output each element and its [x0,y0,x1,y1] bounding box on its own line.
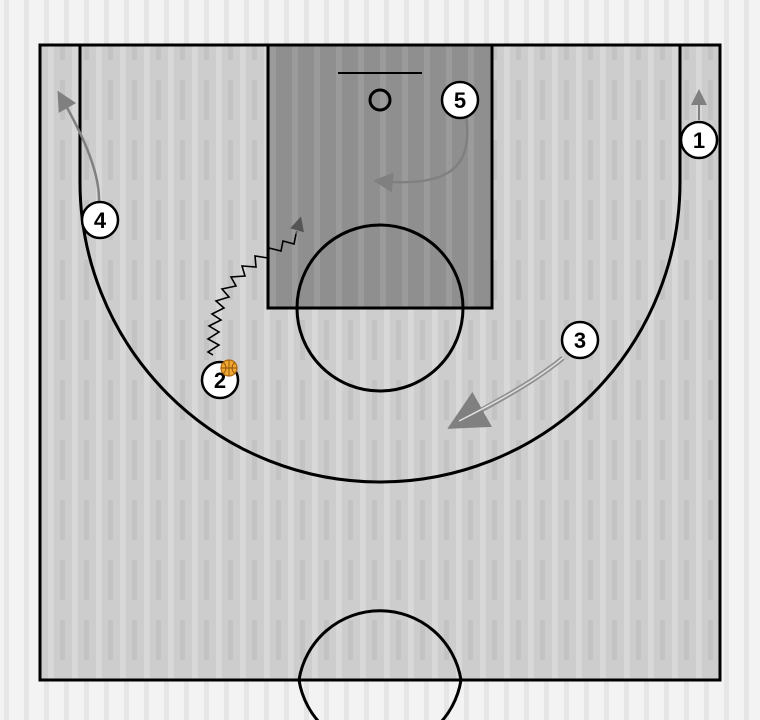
player-3-marker [560,320,600,360]
player-1-label: 1 [693,128,705,153]
hoop [368,88,392,112]
basketball-icon [220,359,238,377]
player-1-marker [679,120,719,160]
player-4[interactable]: 4 [80,200,120,240]
player-4-marker [80,200,120,240]
player-2-dribble-path [206,233,297,356]
player-5-cut-arrow [373,111,469,193]
player-3-label: 3 [574,328,586,353]
player-4-cut-arrow [57,90,101,203]
player-3-cut-arrow-inner [458,357,564,422]
player-2-label: 2 [214,368,226,393]
player-1[interactable]: 1 [679,120,719,160]
free-throw-circle [295,223,465,393]
court-boundary [38,43,722,682]
player-2-dribble-arrow [290,216,304,235]
player-5-label: 5 [454,88,466,113]
player-5[interactable]: 5 [440,80,480,120]
three-point-line [78,45,682,484]
center-circle-lower [297,679,463,720]
center-circle [297,609,463,681]
player-5-marker [440,80,480,120]
player-3[interactable]: 3 [560,320,600,360]
player-4-label: 4 [94,208,107,233]
